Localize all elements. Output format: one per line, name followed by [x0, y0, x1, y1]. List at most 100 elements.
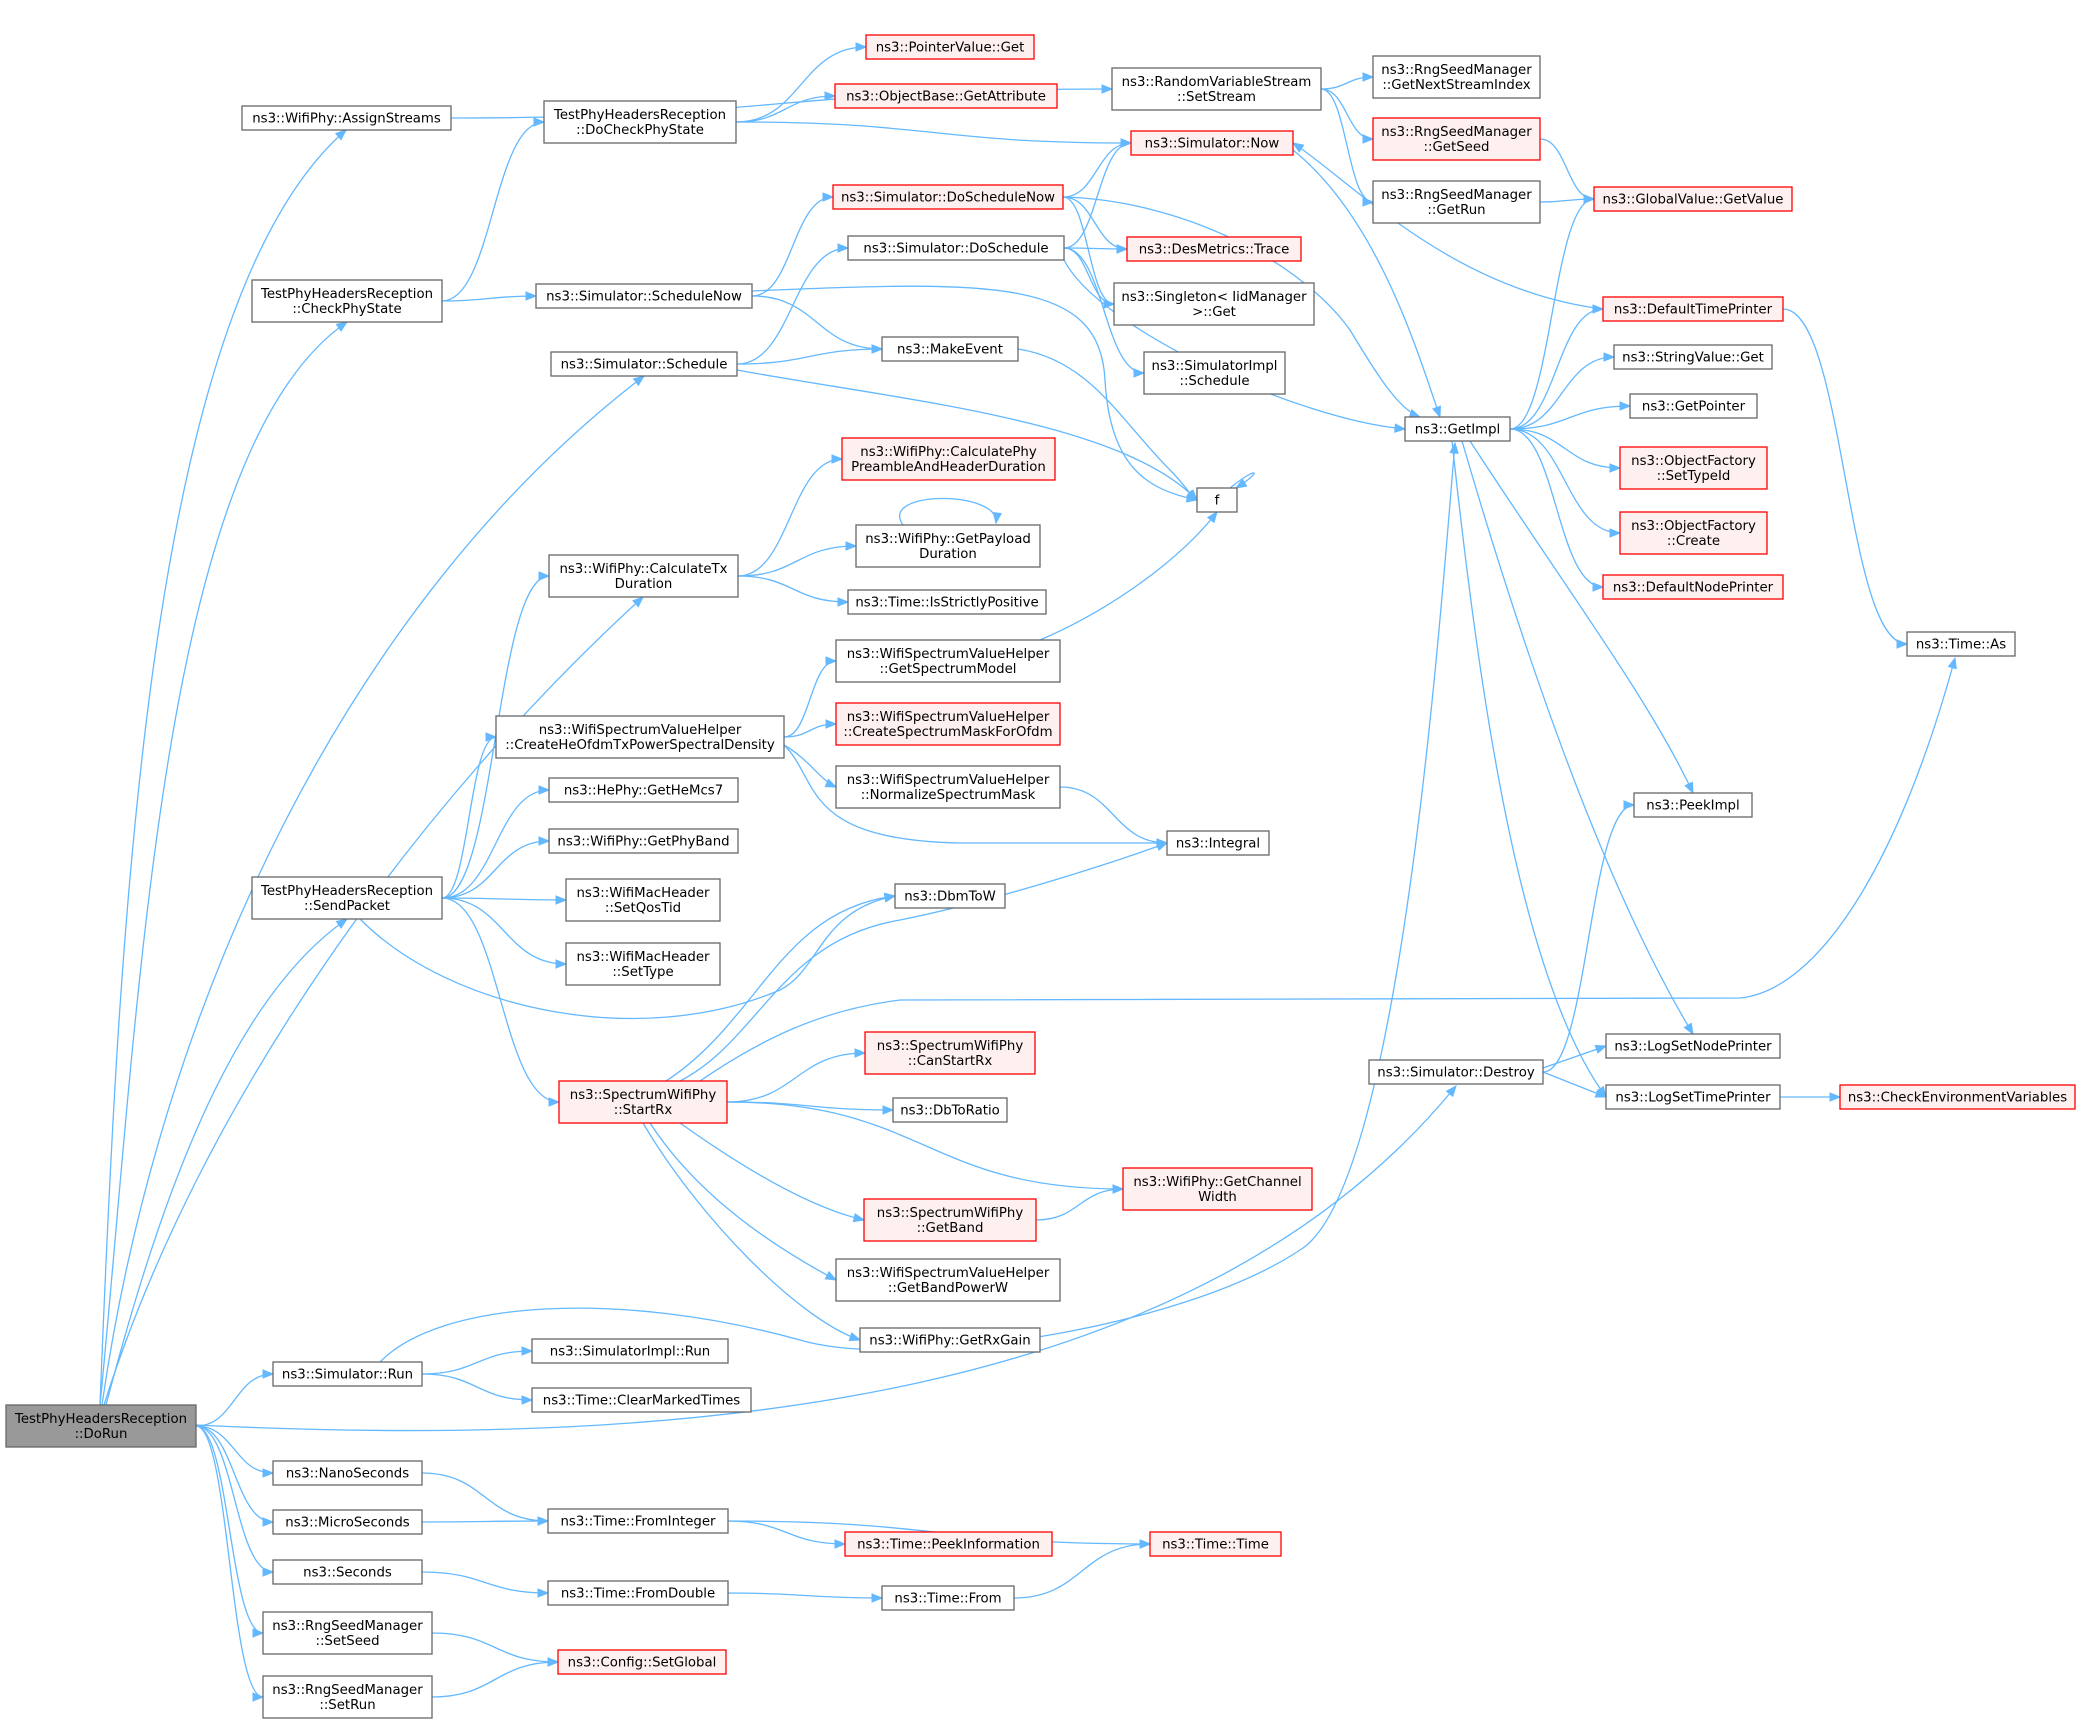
- node-box[interactable]: [835, 1258, 1061, 1302]
- node-box[interactable]: [1404, 416, 1511, 442]
- node-createhe[interactable]: ns3::WifiSpectrumValueHelper::CreateHeOf…: [495, 715, 785, 759]
- node-box[interactable]: [550, 351, 738, 377]
- node-getimpl[interactable]: ns3::GetImpl: [1404, 416, 1511, 442]
- node-destroy[interactable]: ns3::Simulator::Destroy: [1368, 1059, 1544, 1085]
- node-now[interactable]: ns3::Simulator::Now: [1130, 130, 1294, 156]
- node-box[interactable]: [1196, 487, 1238, 513]
- node-box[interactable]: [5, 1404, 197, 1448]
- node-box[interactable]: [1619, 446, 1768, 490]
- node-box[interactable]: [531, 1338, 729, 1364]
- node-seconds[interactable]: ns3::Seconds: [272, 1559, 423, 1585]
- node-box[interactable]: [864, 1031, 1036, 1075]
- node-settype[interactable]: ns3::WifiMacHeader::SetType: [565, 942, 721, 986]
- node-getband[interactable]: ns3::SpectrumWifiPhy::GetBand: [863, 1198, 1037, 1242]
- node-checkphy[interactable]: TestPhyHeadersReception::CheckPhyState: [251, 279, 443, 323]
- node-schednow[interactable]: ns3::Simulator::ScheduleNow: [535, 283, 753, 309]
- node-nanosec[interactable]: ns3::NanoSeconds: [272, 1460, 423, 1486]
- node-microsec[interactable]: ns3::MicroSeconds: [272, 1509, 423, 1535]
- node-setrun[interactable]: ns3::RngSeedManager::SetRun: [262, 1675, 433, 1719]
- node-timeas[interactable]: ns3::Time::As: [1906, 631, 2016, 657]
- node-getptr[interactable]: ns3::GetPointer: [1629, 393, 1758, 419]
- node-box[interactable]: [832, 184, 1064, 210]
- node-box[interactable]: [1613, 344, 1773, 370]
- node-box[interactable]: [1839, 1084, 2076, 1110]
- node-box[interactable]: [1605, 1033, 1781, 1059]
- node-qostid[interactable]: ns3::WifiMacHeader::SetQosTid: [565, 878, 721, 922]
- node-timetime[interactable]: ns3::Time::Time: [1149, 1531, 1282, 1557]
- node-setstream[interactable]: ns3::RandomVariableStream::SetStream: [1111, 67, 1322, 111]
- node-box[interactable]: [1122, 1167, 1313, 1211]
- node-box[interactable]: [558, 1080, 728, 1124]
- node-box[interactable]: [548, 828, 739, 854]
- node-assign[interactable]: ns3::WifiPhy::AssignStreams: [241, 105, 452, 131]
- node-strget[interactable]: ns3::StringValue::Get: [1613, 344, 1773, 370]
- node-simrun[interactable]: ns3::Simulator::Run: [272, 1361, 423, 1387]
- node-box[interactable]: [272, 1509, 423, 1535]
- node-box[interactable]: [855, 524, 1041, 568]
- node-box[interactable]: [1372, 117, 1541, 161]
- node-sendpkt[interactable]: TestPhyHeadersReception::SendPacket: [251, 876, 443, 920]
- node-box[interactable]: [881, 1585, 1015, 1611]
- node-bandpower[interactable]: ns3::WifiSpectrumValueHelper::GetBandPow…: [835, 1258, 1061, 1302]
- node-box[interactable]: [272, 1559, 423, 1585]
- node-defnode[interactable]: ns3::DefaultNodePrinter: [1602, 574, 1784, 600]
- node-fromdouble[interactable]: ns3::Time::FromDouble: [547, 1580, 729, 1606]
- node-box[interactable]: [548, 777, 739, 803]
- node-box[interactable]: [859, 1327, 1041, 1353]
- node-box[interactable]: [272, 1361, 423, 1387]
- node-box[interactable]: [1111, 67, 1322, 111]
- node-box[interactable]: [1368, 1059, 1544, 1085]
- node-box[interactable]: [1372, 55, 1541, 99]
- node-box[interactable]: [1166, 830, 1270, 856]
- node-normmask[interactable]: ns3::WifiSpectrumValueHelper::NormalizeS…: [835, 765, 1061, 809]
- node-implrun[interactable]: ns3::SimulatorImpl::Run: [531, 1338, 729, 1364]
- node-box[interactable]: [565, 942, 721, 986]
- node-box[interactable]: [251, 876, 443, 920]
- node-trace[interactable]: ns3::DesMetrics::Trace: [1126, 236, 1302, 262]
- node-integral[interactable]: ns3::Integral: [1166, 830, 1270, 856]
- node-peekinfo[interactable]: ns3::Time::PeekInformation: [844, 1531, 1053, 1557]
- node-box[interactable]: [1143, 351, 1286, 395]
- node-box[interactable]: [1126, 236, 1302, 262]
- node-box[interactable]: [834, 83, 1058, 109]
- node-box[interactable]: [1629, 393, 1758, 419]
- node-dbmtow[interactable]: ns3::DbmToW: [894, 883, 1006, 909]
- node-phyband[interactable]: ns3::WifiPhy::GetPhyBand: [548, 828, 739, 854]
- node-box[interactable]: [543, 100, 737, 144]
- node-box[interactable]: [1593, 186, 1793, 212]
- node-gvget[interactable]: ns3::GlobalValue::GetValue: [1593, 186, 1793, 212]
- node-calcpre[interactable]: ns3::WifiPhy::CalculatePhyPreambleAndHea…: [841, 437, 1056, 481]
- node-setglobal[interactable]: ns3::Config::SetGlobal: [557, 1649, 727, 1675]
- node-dbtoratio[interactable]: ns3::DbToRatio: [892, 1097, 1008, 1123]
- node-box[interactable]: [495, 715, 785, 759]
- node-box[interactable]: [535, 283, 753, 309]
- node-settypeid[interactable]: ns3::ObjectFactory::SetTypeId: [1619, 446, 1768, 490]
- node-box[interactable]: [844, 1531, 1053, 1557]
- node-docheck[interactable]: TestPhyHeadersReception::DoCheckPhyState: [543, 100, 737, 144]
- node-box[interactable]: [531, 1387, 752, 1413]
- node-strictpos[interactable]: ns3::Time::IsStrictlyPositive: [847, 589, 1047, 615]
- node-getrun[interactable]: ns3::RngSeedManager::GetRun: [1372, 180, 1541, 224]
- node-box[interactable]: [835, 639, 1061, 683]
- node-box[interactable]: [548, 554, 739, 598]
- node-box[interactable]: [241, 105, 452, 131]
- node-box[interactable]: [262, 1675, 433, 1719]
- node-rxgain[interactable]: ns3::WifiPhy::GetRxGain: [859, 1327, 1041, 1353]
- node-makeevent[interactable]: ns3::MakeEvent: [881, 336, 1019, 362]
- node-box[interactable]: [881, 336, 1019, 362]
- node-clearmarked[interactable]: ns3::Time::ClearMarkedTimes: [531, 1387, 752, 1413]
- node-box[interactable]: [865, 34, 1035, 60]
- node-nextstream[interactable]: ns3::RngSeedManager::GetNextStreamIndex: [1372, 55, 1541, 99]
- node-box[interactable]: [1602, 296, 1784, 322]
- node-box[interactable]: [547, 1508, 729, 1534]
- node-f[interactable]: f: [1196, 487, 1238, 513]
- node-deftime[interactable]: ns3::DefaultTimePrinter: [1602, 296, 1784, 322]
- node-box[interactable]: [251, 279, 443, 323]
- node-box[interactable]: [863, 1198, 1037, 1242]
- node-box[interactable]: [1602, 574, 1784, 600]
- node-hemcs7[interactable]: ns3::HePhy::GetHeMcs7: [548, 777, 739, 803]
- node-box[interactable]: [847, 235, 1065, 261]
- node-fromint[interactable]: ns3::Time::FromInteger: [547, 1508, 729, 1534]
